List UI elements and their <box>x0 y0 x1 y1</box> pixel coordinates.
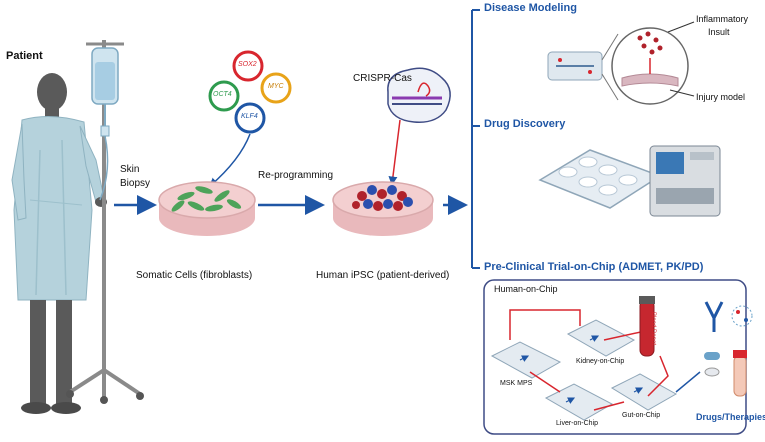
liver-on-chip-label: Liver-on-Chip <box>556 420 599 427</box>
inflammatory-label-line1: Inflammatory <box>696 14 749 24</box>
drug-discovery-equipment <box>538 145 721 217</box>
kidney-on-chip-label: Kidney-on-Chip <box>576 358 625 365</box>
crispr-label: CRISPR-Cas <box>353 73 412 84</box>
sox2-plasmid <box>232 50 264 82</box>
ipsc-label: Human iPSC (patient-derived) <box>316 270 450 281</box>
skin-biopsy-label-line1: Skin <box>120 164 140 175</box>
injury-model-label: Injury model <box>696 92 746 102</box>
applications-bracket <box>471 9 480 269</box>
drugs-icons <box>704 301 753 397</box>
factor-sox2: SOX2 <box>238 61 257 68</box>
blood-depot-tube <box>639 296 655 357</box>
skin-biopsy-label-line2: Biopsy <box>120 178 151 189</box>
disease-modeling-heading: Disease Modeling <box>484 2 577 14</box>
drug-discovery-heading: Drug Discovery <box>484 118 566 130</box>
factors-arrow <box>208 133 251 187</box>
myc-plasmid <box>260 72 292 104</box>
klf4-plasmid <box>234 102 266 134</box>
msk-mps-label: MSK MPS <box>500 380 533 387</box>
somatic-cells-label: Somatic Cells (fibroblasts) <box>136 270 253 281</box>
kidney-chip <box>566 319 636 357</box>
inflammatory-label-line2: Insult <box>708 27 730 37</box>
reprogramming-label: Re-programming <box>258 170 334 181</box>
oct4-plasmid <box>208 80 240 112</box>
drugs-therapies-label: Drugs/Therapies <box>696 412 765 422</box>
iv-pole <box>66 40 144 404</box>
crispr-cas-graphic <box>387 67 451 123</box>
gut-chip <box>610 373 678 411</box>
factor-klf4: KLF4 <box>241 113 258 120</box>
somatic-dish <box>158 181 256 236</box>
factor-oct4: OCT4 <box>213 91 232 98</box>
factor-myc: MYC <box>268 83 284 90</box>
preclinical-heading: Pre-Clinical Trial-on-Chip (ADMET, PK/PD… <box>484 261 704 273</box>
human-on-chip-title: Human-on-Chip <box>494 284 558 294</box>
msk-chip <box>490 341 562 379</box>
patient-label: Patient <box>6 50 43 62</box>
ipsc-dish <box>332 181 434 236</box>
disease-model-chip <box>547 21 695 105</box>
chip-flow-arrows <box>519 335 644 404</box>
gut-on-chip-label: Gut-on-Chip <box>622 412 661 419</box>
patient-figure <box>11 73 107 414</box>
blood-depot-label: Blood Depot <box>650 312 656 346</box>
crispr-arrow <box>388 119 401 186</box>
reprogramming-factors <box>208 50 292 134</box>
liver-chip <box>544 383 614 421</box>
drugs-connector <box>675 371 701 393</box>
